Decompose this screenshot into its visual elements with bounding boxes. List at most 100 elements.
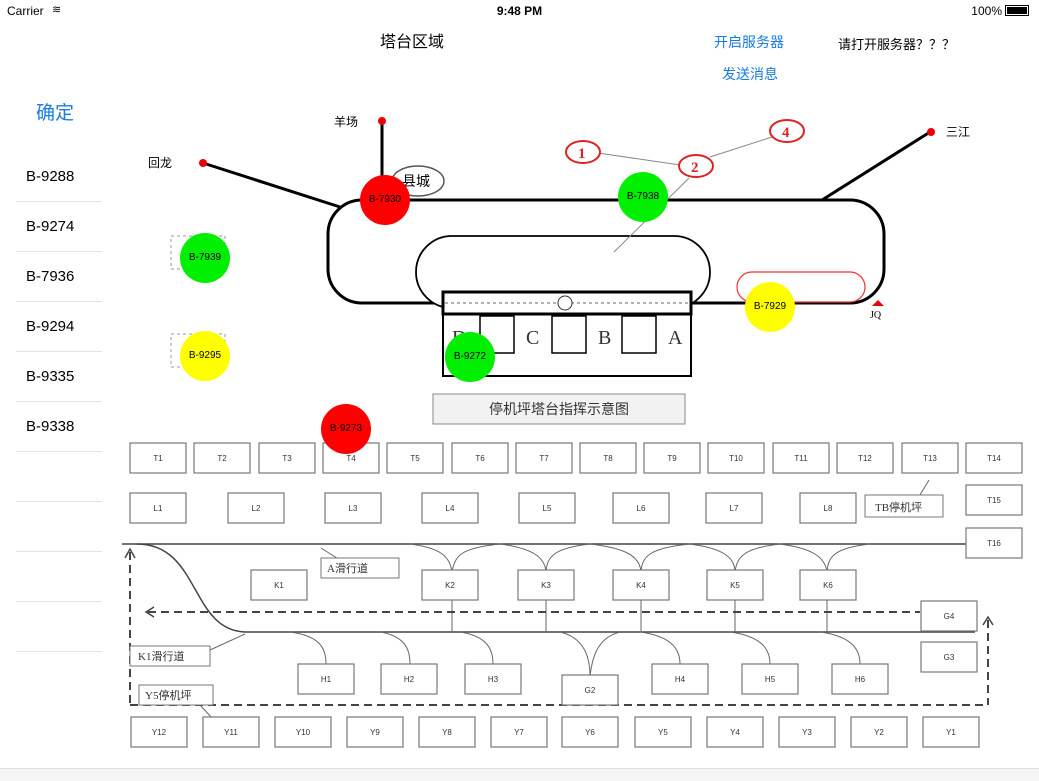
- stand-box[interactable]: H4: [651, 663, 709, 695]
- stand-box[interactable]: G4: [920, 600, 978, 632]
- stand-box[interactable]: Y4: [706, 716, 764, 748]
- stand-box-rect: [518, 492, 576, 524]
- stand-box[interactable]: H1: [297, 663, 355, 695]
- stand-box[interactable]: T2: [193, 442, 251, 474]
- list-item-empty[interactable]: [16, 552, 102, 602]
- stand-box[interactable]: T9: [643, 442, 701, 474]
- list-item-label: B-9288: [26, 168, 75, 185]
- stand-box[interactable]: T10: [707, 442, 765, 474]
- stand-box-rect: [707, 442, 765, 474]
- confirm-button[interactable]: 确定: [36, 103, 75, 124]
- stand-box[interactable]: K6: [799, 569, 857, 601]
- list-item-label: B-9338: [26, 418, 75, 435]
- stand-label: G3: [944, 653, 955, 662]
- stand-box[interactable]: Y8: [418, 716, 476, 748]
- list-item[interactable]: B-9274: [16, 202, 102, 252]
- stand-box[interactable]: T6: [451, 442, 509, 474]
- y5-label-box: [138, 684, 214, 706]
- list-item[interactable]: B-9335: [16, 352, 102, 402]
- stand-box[interactable]: T11: [772, 442, 830, 474]
- stand-box[interactable]: Y9: [346, 716, 404, 748]
- stand-box[interactable]: K3: [517, 569, 575, 601]
- stand-label: L4: [446, 504, 455, 513]
- stand-box[interactable]: T7: [515, 442, 573, 474]
- stand-box[interactable]: Y11: [202, 716, 260, 748]
- aircraft-marker[interactable]: B-9273: [321, 404, 371, 454]
- stand-label: Y7: [514, 728, 524, 737]
- stand-box[interactable]: T15: [965, 484, 1023, 516]
- stand-box[interactable]: Y6: [561, 716, 619, 748]
- stand-box[interactable]: T13: [901, 442, 959, 474]
- aircraft-marker[interactable]: B-7930: [360, 175, 410, 225]
- aircraft-marker[interactable]: B-7938: [618, 172, 668, 222]
- aircraft-marker-label: B-7939: [188, 252, 222, 263]
- stand-box[interactable]: Y3: [778, 716, 836, 748]
- marker-4-label: 4: [782, 125, 790, 141]
- send-message-button[interactable]: 发送消息: [722, 66, 778, 82]
- list-item-empty[interactable]: [16, 502, 102, 552]
- stand-box-rect: [418, 716, 476, 748]
- battery-icon: [1005, 5, 1029, 16]
- stand-label: T15: [987, 496, 1001, 505]
- stand-box[interactable]: K4: [612, 569, 670, 601]
- start-server-button[interactable]: 开启服务器: [714, 34, 784, 50]
- list-item[interactable]: B-7936: [16, 252, 102, 302]
- stand-box[interactable]: L6: [612, 492, 670, 524]
- stand-box[interactable]: Y12: [130, 716, 188, 748]
- stand-box[interactable]: G2: [561, 674, 619, 706]
- stand-label: K2: [445, 581, 455, 590]
- list-item-empty[interactable]: [16, 602, 102, 652]
- stand-box[interactable]: L8: [799, 492, 857, 524]
- list-item[interactable]: B-9294: [16, 302, 102, 352]
- stand-box-rect: [129, 442, 187, 474]
- stand-box-rect: [490, 716, 548, 748]
- stand-box[interactable]: H3: [464, 663, 522, 695]
- list-item[interactable]: B-9338: [16, 402, 102, 452]
- stand-box[interactable]: L3: [324, 492, 382, 524]
- stand-box[interactable]: K2: [421, 569, 479, 601]
- list-item-empty[interactable]: [16, 452, 102, 502]
- aircraft-marker[interactable]: B-7939: [180, 233, 230, 283]
- stand-box[interactable]: Y1: [922, 716, 980, 748]
- stand-label: G4: [944, 612, 955, 621]
- stand-box[interactable]: T5: [386, 442, 444, 474]
- list-item[interactable]: B-9288: [16, 152, 102, 202]
- aircraft-marker[interactable]: B-9295: [180, 331, 230, 381]
- gate-slot: [551, 315, 587, 354]
- stand-box[interactable]: H6: [831, 663, 889, 695]
- stand-box-rect: [772, 442, 830, 474]
- stand-box[interactable]: T1: [129, 442, 187, 474]
- stand-box[interactable]: T8: [579, 442, 637, 474]
- stand-box[interactable]: T3: [258, 442, 316, 474]
- aircraft-marker-label: B-9272: [453, 351, 487, 362]
- stand-box[interactable]: H5: [741, 663, 799, 695]
- parking-oval: [736, 271, 866, 303]
- stand-box[interactable]: L5: [518, 492, 576, 524]
- stand-box[interactable]: T12: [836, 442, 894, 474]
- stand-box-rect: [836, 442, 894, 474]
- aircraft-marker[interactable]: B-7929: [745, 282, 795, 332]
- stand-box[interactable]: Y5: [634, 716, 692, 748]
- stand-box[interactable]: K1: [250, 569, 308, 601]
- place-jq: JQ: [870, 310, 882, 321]
- stand-box[interactable]: T16: [965, 527, 1023, 559]
- stand-box-rect: [965, 527, 1023, 559]
- stand-label: Y3: [802, 728, 812, 737]
- a-taxiway-label: A滑行道: [327, 561, 368, 575]
- stand-box[interactable]: K5: [706, 569, 764, 601]
- stand-box[interactable]: L2: [227, 492, 285, 524]
- stand-box[interactable]: L4: [421, 492, 479, 524]
- stand-box[interactable]: H2: [380, 663, 438, 695]
- stand-box[interactable]: L1: [129, 492, 187, 524]
- aircraft-marker[interactable]: B-9272: [445, 332, 495, 382]
- list-item-label: B-9335: [26, 368, 75, 385]
- k1-taxiway-box: [129, 645, 211, 667]
- stand-box[interactable]: Y7: [490, 716, 548, 748]
- stand-label: H5: [765, 675, 776, 684]
- stand-box[interactable]: L7: [705, 492, 763, 524]
- stand-label: T12: [858, 454, 872, 463]
- stand-box[interactable]: Y2: [850, 716, 908, 748]
- stand-box[interactable]: Y10: [274, 716, 332, 748]
- stand-box[interactable]: G3: [920, 641, 978, 673]
- stand-box[interactable]: T14: [965, 442, 1023, 474]
